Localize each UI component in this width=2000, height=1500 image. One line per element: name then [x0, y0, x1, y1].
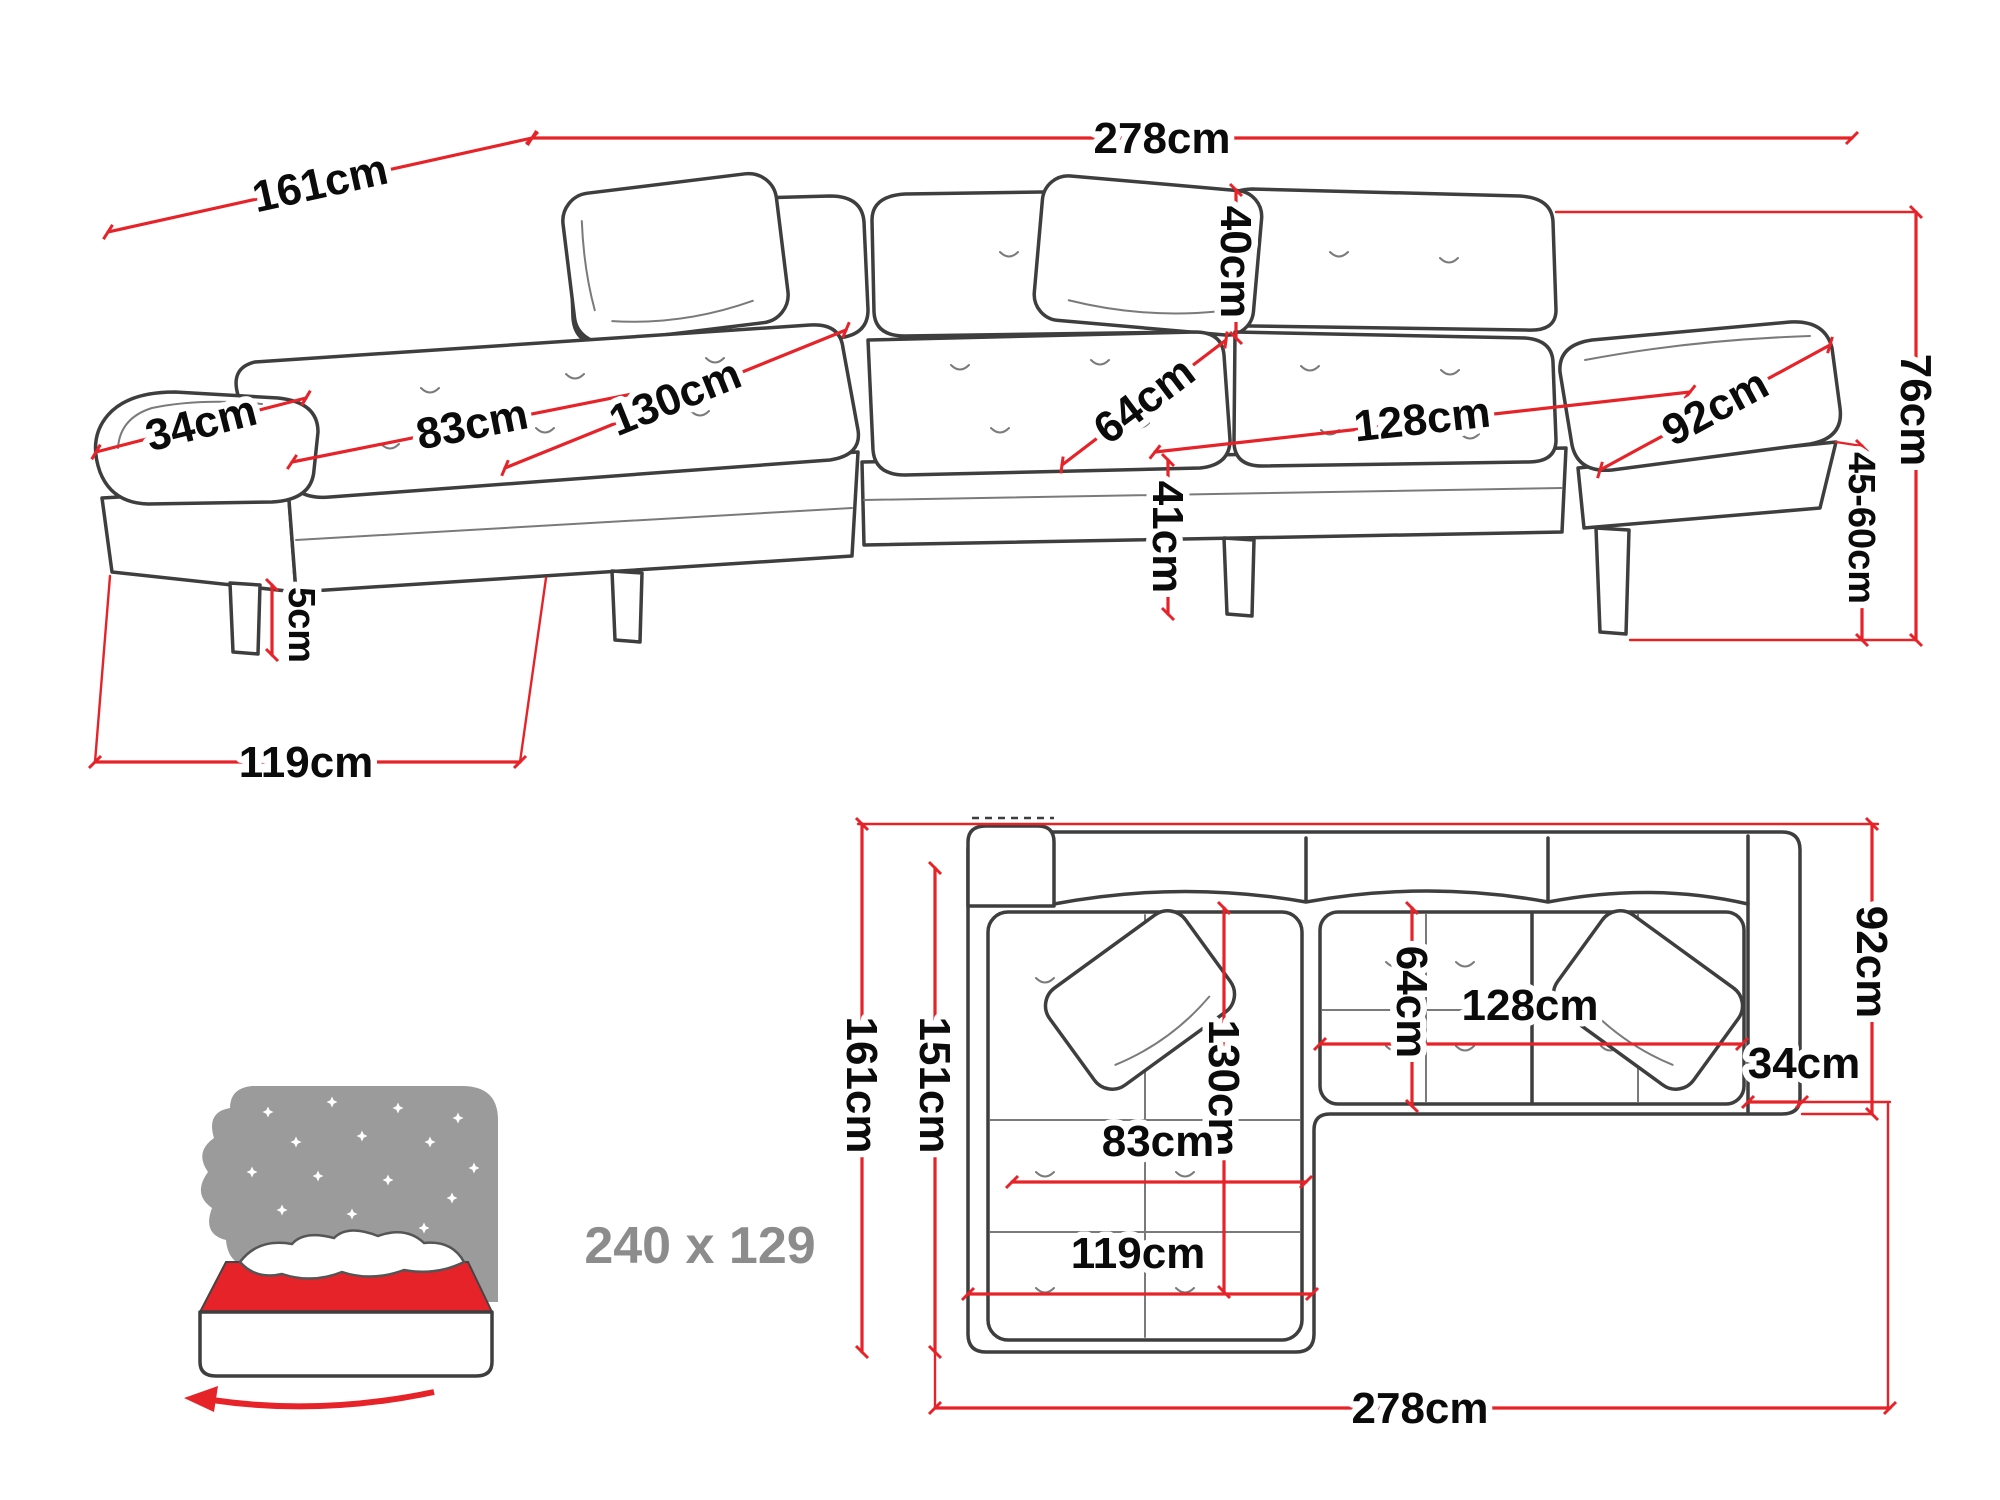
- dim-3d-total-width: 278cm: [1093, 114, 1230, 163]
- backrest-cushion-right: [1220, 187, 1558, 332]
- dim-plan-right-armrest-length: 92cm: [1847, 906, 1896, 1019]
- bed-base: [198, 1310, 494, 1378]
- plan-pillow-left-outline: [1043, 909, 1237, 1091]
- plan-armrest-left-block: [966, 824, 1056, 908]
- fold-out-arrow: [211, 1389, 435, 1410]
- plan-backrest-scallops: [1052, 836, 1750, 906]
- dim-plan-total-width: 278cm: [1351, 1384, 1488, 1433]
- dim-plan-chaise-section-width: 119cm: [1071, 1229, 1206, 1278]
- dim-line-total-depth: [102, 130, 538, 240]
- bed-dimensions-label: 240 x 129: [584, 1217, 815, 1275]
- plan-pillow-right-crease: [1577, 995, 1674, 1066]
- sofa-legs: [228, 526, 1631, 656]
- dim-3d-seat-height-range: 45-60cm: [1840, 452, 1882, 604]
- sofa-perspective-drawing: [93, 171, 1843, 656]
- sofa-plan-drawing: [966, 816, 1802, 1354]
- dim-line-seat-depth: [1059, 331, 1229, 474]
- bedding: [238, 1229, 466, 1280]
- dim-plan-seat-width: 128cm: [1461, 981, 1598, 1030]
- plan-extension-lines: [933, 1100, 1892, 1410]
- base-seam-lines: [295, 487, 1563, 541]
- dim-line-chaise-length: [500, 321, 851, 477]
- dim-3d-base-height: 41cm: [1143, 481, 1192, 594]
- dim-plan-chaise-width: 83cm: [1102, 1117, 1215, 1166]
- dim-plan-chaise-length: 130cm: [1199, 1019, 1248, 1156]
- dim-plan-inner-depth: 151cm: [910, 1016, 959, 1153]
- sleeping-function-icon: [184, 1086, 498, 1412]
- plan-pillow-left: [1043, 909, 1237, 1091]
- dim-3d-backrest-height: 40cm: [1211, 206, 1260, 319]
- dim-plan-total-depth: 161cm: [837, 1016, 886, 1153]
- dim-line-right-armrest: [1596, 336, 1834, 479]
- dim-3d-total-height: 76cm: [1891, 354, 1940, 467]
- plan-quilting-channels: [989, 913, 1743, 1338]
- plan-pillow-left-crease: [1114, 995, 1211, 1066]
- fold-out-arrow-head: [184, 1386, 218, 1412]
- dim-line-left-armrest: [90, 389, 312, 461]
- dimension-lines-perspective: [87, 130, 1924, 770]
- pillow-right-outline: [1032, 174, 1264, 337]
- dim-3d-leg-height: 5cm: [280, 587, 322, 663]
- dimension-lines-plan: [854, 816, 1898, 1416]
- dim-plan-seat-depth: 64cm: [1387, 946, 1436, 1059]
- dim-3d-total-depth: 161cm: [248, 145, 392, 222]
- dim-plan-right-armrest-width: 34cm: [1748, 1039, 1861, 1088]
- dim-3d-chaise-depth: 119cm: [239, 738, 374, 787]
- dim-extension-lines-3d: [93, 210, 1918, 764]
- pillow-left: [561, 171, 790, 345]
